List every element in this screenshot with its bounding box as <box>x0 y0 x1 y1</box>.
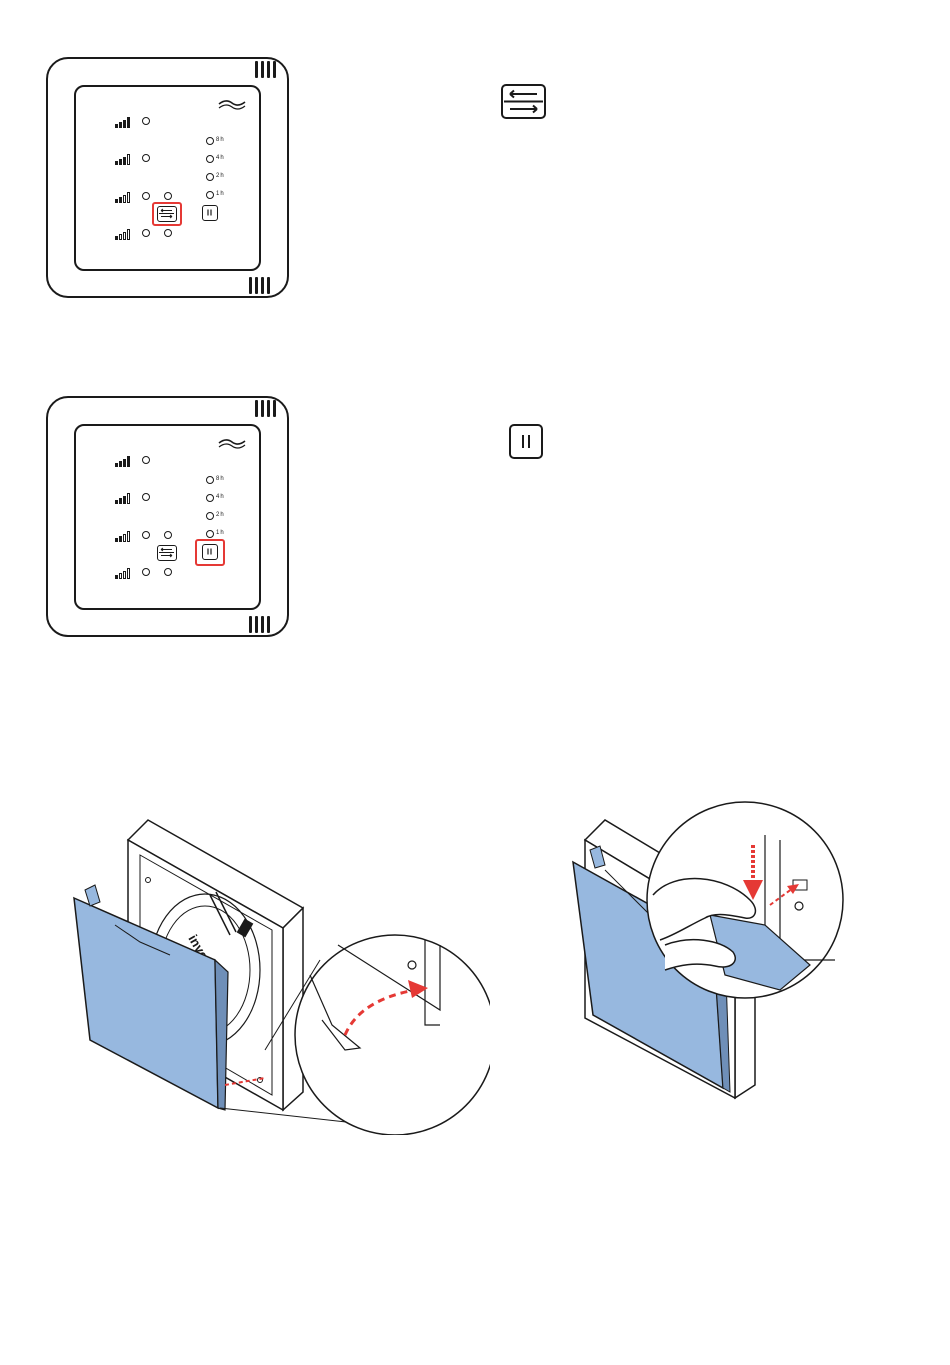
timer-led-8h <box>206 476 214 484</box>
mode-led-b <box>164 229 172 237</box>
speed-2-led <box>142 531 150 539</box>
control-panel-1: 8h 4h 2h 1h <box>46 57 289 298</box>
timer-label-8h: 8h <box>216 476 225 483</box>
pause-icon <box>203 206 216 219</box>
brand-wave-logo-icon <box>218 99 246 111</box>
speed-2-icon <box>115 530 135 542</box>
panel-inner-frame <box>74 85 261 271</box>
timer-led-2h <box>206 173 214 181</box>
mode-arrows-large-icon <box>501 84 546 119</box>
pause-button[interactable] <box>202 205 218 221</box>
panel-inner-frame <box>74 424 261 610</box>
speed-2-icon <box>115 191 135 203</box>
speed-4-led <box>142 456 150 464</box>
pause-button[interactable] <box>202 544 218 560</box>
mode-arrows-icon <box>158 207 175 220</box>
brand-wave-logo-icon <box>218 438 246 450</box>
pause-large-icon <box>509 424 543 459</box>
timer-label-1h: 1h <box>216 530 225 537</box>
pause-icon <box>203 545 216 558</box>
speed-1-led <box>142 568 150 576</box>
cover-latch-illustration <box>565 800 845 1105</box>
speed-3-led <box>142 493 150 501</box>
timer-label-1h: 1h <box>216 191 225 198</box>
speed-2-led <box>142 192 150 200</box>
detail-zoom-circle <box>295 935 490 1135</box>
timer-label-4h: 4h <box>216 494 225 501</box>
timer-label-4h: 4h <box>216 155 225 162</box>
timer-label-2h: 2h <box>216 512 225 519</box>
mode-led-a <box>164 531 172 539</box>
speed-1-led <box>142 229 150 237</box>
speed-4-led <box>142 117 150 125</box>
mode-led-b <box>164 568 172 576</box>
speed-1-icon <box>115 228 135 240</box>
timer-led-1h <box>206 191 214 199</box>
timer-led-4h <box>206 155 214 163</box>
timer-led-4h <box>206 494 214 502</box>
timer-label-2h: 2h <box>216 173 225 180</box>
mode-button[interactable] <box>157 206 177 222</box>
timer-label-8h: 8h <box>216 137 225 144</box>
speed-1-icon <box>115 567 135 579</box>
timer-led-2h <box>206 512 214 520</box>
timer-led-8h <box>206 137 214 145</box>
control-panel-2: 8h 4h 2h 1h <box>46 396 289 637</box>
speed-3-icon <box>115 153 135 165</box>
mode-button[interactable] <box>157 545 177 561</box>
cover-insertion-illustration: inventer <box>60 810 490 1135</box>
speed-3-icon <box>115 492 135 504</box>
speed-4-icon <box>115 116 135 128</box>
timer-led-1h <box>206 530 214 538</box>
speed-4-icon <box>115 455 135 467</box>
mode-arrows-icon <box>158 546 175 559</box>
speed-3-led <box>142 154 150 162</box>
mode-led-a <box>164 192 172 200</box>
